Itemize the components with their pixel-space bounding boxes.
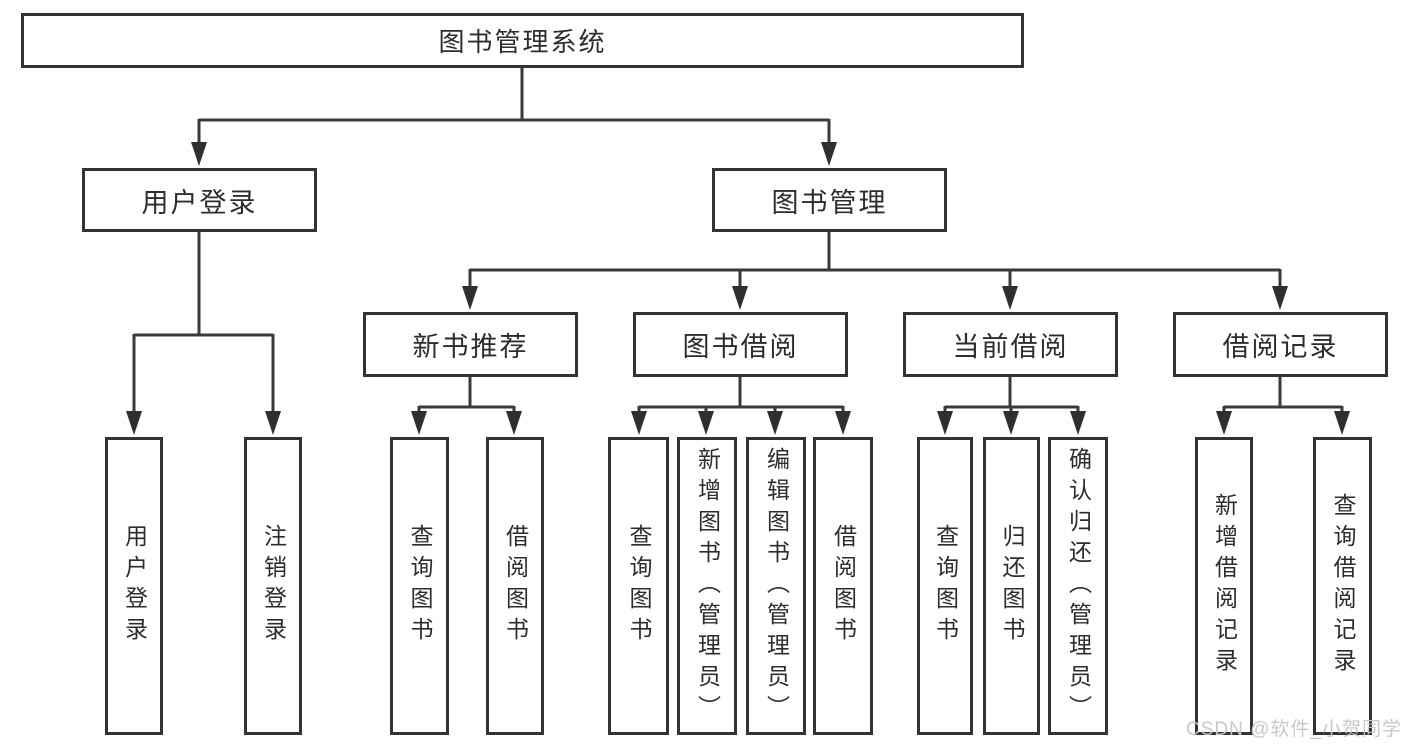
leaf-query-borrow-record: 查询借阅记录 <box>1313 437 1372 735</box>
leaf-borrow-books: 借阅图书 <box>813 437 873 735</box>
node-borrow-records: 借阅记录 <box>1173 312 1388 377</box>
leaf-add-book-admin: 新增图书（管理员） <box>677 437 737 735</box>
leaf-confirm-return-admin: 确认归还（管理员） <box>1048 437 1108 735</box>
leaf-label: 查询图书 <box>407 524 433 648</box>
leaf-edit-book-admin: 编辑图书（管理员） <box>746 437 806 735</box>
node-current-borrow: 当前借阅 <box>903 312 1118 377</box>
node-book-borrow: 图书借阅 <box>633 312 848 377</box>
node-book-management: 图书管理 <box>712 168 947 232</box>
leaf-label: 查询图书 <box>626 524 652 648</box>
node-new-book-recommend: 新书推荐 <box>363 312 578 377</box>
arrowheads <box>126 142 1350 435</box>
leaf-logout: 注销登录 <box>244 437 302 735</box>
node-user-login: 用户登录 <box>82 168 317 232</box>
leaf-query-books-borrow: 查询图书 <box>608 437 669 735</box>
leaf-return-books: 归还图书 <box>983 437 1040 735</box>
leaf-user-login: 用户登录 <box>105 437 163 735</box>
leaf-label: 查询借阅记录 <box>1330 493 1356 679</box>
node-root: 图书管理系统 <box>21 13 1024 68</box>
leaf-label: 查询图书 <box>932 524 959 648</box>
leaf-label: 用户登录 <box>121 524 148 648</box>
leaf-label: 编辑图书（管理员） <box>763 446 790 726</box>
leaf-label: 借阅图书 <box>830 524 857 648</box>
leaf-borrow-books-recommend: 借阅图书 <box>486 437 544 735</box>
leaf-label: 归还图书 <box>999 524 1025 648</box>
leaf-label: 新增借阅记录 <box>1211 493 1238 679</box>
leaf-query-books-recommend: 查询图书 <box>390 437 449 735</box>
leaf-label: 借阅图书 <box>502 524 529 648</box>
leaf-query-books-current: 查询图书 <box>917 437 973 735</box>
leaf-label: 确认归还（管理员） <box>1065 446 1092 726</box>
leaf-label: 注销登录 <box>260 524 287 648</box>
leaf-add-borrow-record: 新增借阅记录 <box>1195 437 1253 735</box>
csdn-watermark: CSDN @软件_小贺同学 <box>1186 719 1402 740</box>
leaf-label: 新增图书（管理员） <box>694 446 721 726</box>
